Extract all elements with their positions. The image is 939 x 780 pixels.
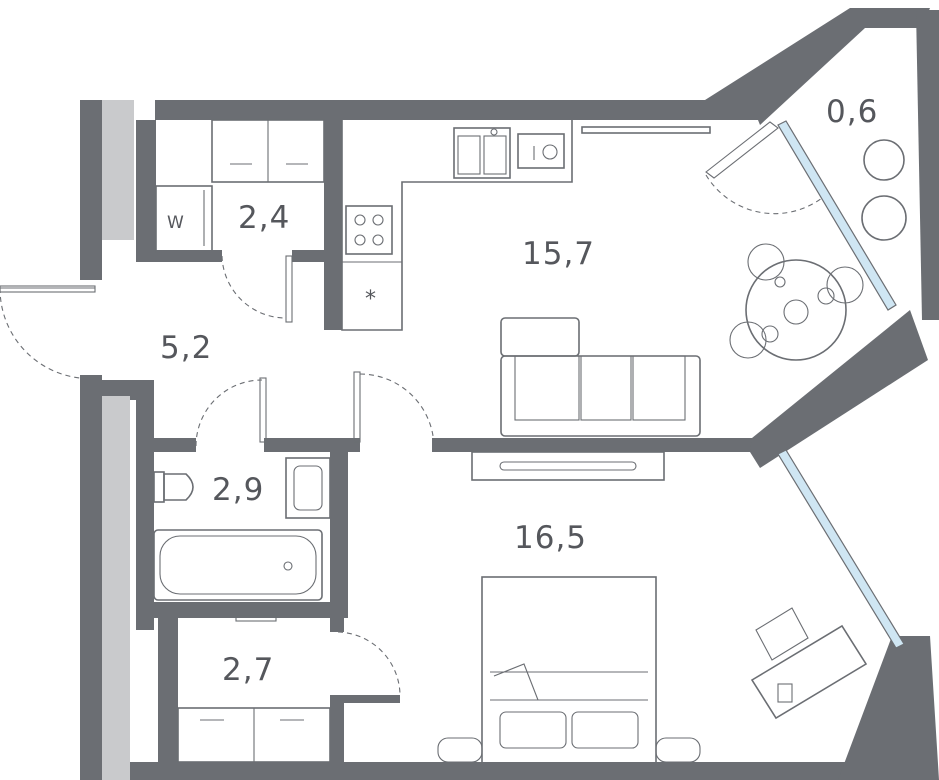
desk-chair [755,607,809,661]
centerpiece [783,299,809,325]
dishwasher-knob [542,144,558,160]
dining-chair-5 [761,325,779,343]
burner-3 [354,234,366,246]
storage-door-swing [221,255,287,319]
sink-bowl-2 [483,135,507,175]
wardrobe-right-wall [330,602,344,632]
wardrobe-right-wall-lower [330,695,400,703]
entry-door-swing [0,288,81,379]
desk [750,624,868,720]
bath-bottom-wall [154,602,348,618]
entry-door-leaf-box [0,285,96,293]
bedroom-door-leaf [353,371,361,443]
sink-bowl-1 [457,135,481,175]
bed [481,576,657,764]
bath-top-wall-left [102,380,140,400]
sink [453,127,511,179]
nightstand-2 [655,737,701,763]
bathtub-drain [283,561,293,571]
balcony-chair [861,195,907,241]
storage-door-leaf [285,255,293,323]
outer-wall-top [80,8,930,125]
dining-chair-2 [826,266,864,304]
area-bedroom: 16,5 [514,520,587,556]
outer-wall-left-upper [80,100,102,280]
tv-bedroom [499,461,637,471]
dining-chair-4 [817,287,835,305]
tv-bedroom-stand [471,451,665,481]
fridge-marker: * [365,287,376,312]
bathtub-inner [159,535,317,595]
balcony-right-wall [916,10,939,320]
doors [0,174,823,696]
dining-chair-1 [747,243,785,281]
dining-chair-3 [729,321,767,359]
washer [155,185,213,253]
toilet-tank [153,471,165,503]
storage-bottom-wall [136,250,222,262]
dining-table [745,259,847,361]
sofa-cushion-2 [580,355,632,421]
bath-door-swing [195,379,263,447]
cooktop [345,205,393,255]
tv-living [581,126,711,134]
column-upper [102,100,134,240]
nightstand-1 [437,737,483,763]
wardrobe-left-wall [158,602,178,780]
storage-right-wall [324,120,342,260]
area-balcony: 0,6 [826,94,878,130]
kitchen-stub-wall [324,250,342,330]
balcony-door-frame [705,121,779,179]
sofa-body [500,355,701,437]
sofa-cushion-3 [632,355,686,421]
bath-sink-bowl [293,465,323,511]
burner-2 [372,214,384,226]
pillow-1 [499,711,567,749]
bedroom-corner-wall [838,636,939,780]
walls [80,8,939,780]
bedroom-door-swing [359,373,435,447]
bathtub [153,529,323,601]
wardrobe-rail [235,614,277,622]
laptop [777,683,793,703]
window-balcony [777,120,897,311]
washer-marker: W [167,213,184,233]
sofa-cushion-1 [514,355,580,421]
area-hallway: 5,2 [160,330,212,366]
bath-sink [285,457,331,519]
area-bathroom: 2,9 [212,472,264,508]
storage-left-wall [136,120,156,260]
living-bedroom-wall [432,438,752,452]
bath-door-leaf [259,377,267,443]
bottom-wall [80,762,905,780]
balcony-door-swing [705,174,823,215]
sink-tap [490,128,498,136]
dishwasher [517,133,565,169]
area-wardrobe: 2,7 [222,652,274,688]
bath-top-wall [136,438,196,452]
outer-wall-left-lower [80,375,102,780]
wardrobe-door-swing [337,631,401,696]
window-bedroom [777,449,905,649]
bath-right-wall [330,438,348,610]
pillow-2 [571,711,639,749]
burner-4 [372,234,384,246]
kitchen-counter [341,120,573,331]
wardrobe-right-wall-bottom [330,695,344,780]
plate-1 [774,276,786,288]
bed-blanket-corner [493,663,539,701]
area-storage: 2,4 [238,200,290,236]
hall-stub-wall [80,262,100,280]
living-bedroom-wall-diagonal [750,310,928,468]
sofa-ottoman [500,317,580,357]
column-lower [102,396,130,780]
area-kitchen-living: 15,7 [522,236,595,272]
bath-left-wall [136,380,154,630]
balcony-table [863,139,905,181]
toilet-bowl [163,473,194,501]
burner-1 [354,214,366,226]
